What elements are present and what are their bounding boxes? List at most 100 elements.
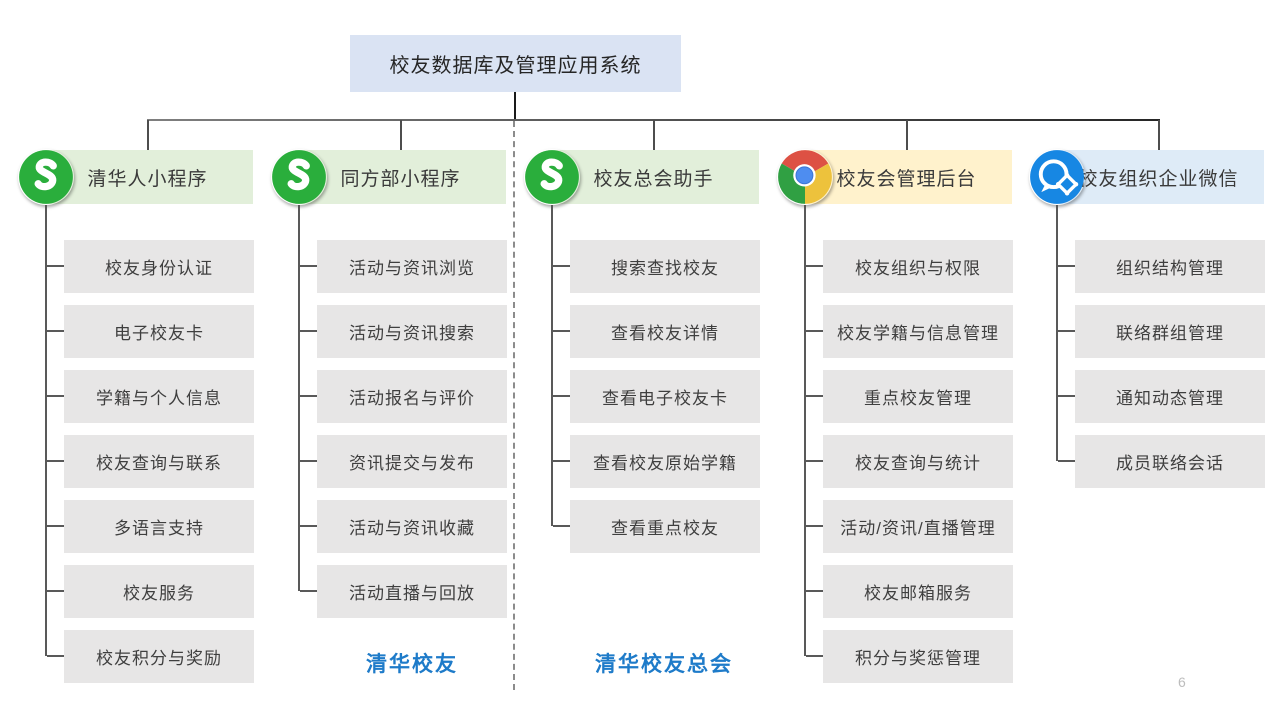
- connector-tick: [47, 655, 64, 657]
- feature-label: 活动/资讯/直播管理: [840, 519, 996, 538]
- connector-tick: [47, 460, 64, 462]
- feature-box: 校友身份认证: [47, 240, 254, 293]
- wechat-miniprogram-icon: [524, 149, 580, 205]
- wechat-miniprogram-icon: [271, 149, 327, 205]
- connector-spine: [1056, 205, 1058, 461]
- connector-tick: [300, 395, 317, 397]
- feature-box: 校友邮箱服务: [806, 565, 1013, 618]
- connector-tick: [300, 330, 317, 332]
- connector-tick: [47, 330, 64, 332]
- connector-spine: [298, 205, 300, 591]
- connector-tick: [806, 590, 823, 592]
- feature-box: 学籍与个人信息: [47, 370, 254, 423]
- page-number: 6: [1178, 674, 1186, 690]
- group-label-tsinghua-alumni: 清华校友: [317, 645, 507, 681]
- platform-title: 清华人小程序: [87, 168, 208, 190]
- feature-label: 校友邮箱服务: [864, 584, 972, 603]
- connector-tick: [553, 460, 570, 462]
- feature-label: 校友身份认证: [105, 259, 213, 278]
- feature-box: 活动与资讯搜索: [300, 305, 507, 358]
- connector-tick: [806, 330, 823, 332]
- feature-box: 组织结构管理: [1058, 240, 1265, 293]
- connector-spine: [551, 205, 553, 526]
- feature-label: 活动与资讯收藏: [349, 519, 475, 538]
- feature-box: 查看校友详情: [553, 305, 760, 358]
- feature-label: 查看重点校友: [611, 519, 719, 538]
- platform-header: 同方部小程序: [295, 150, 506, 204]
- feature-box: 活动/资讯/直播管理: [806, 500, 1013, 553]
- platform-header: 校友组织企业微信: [1053, 150, 1264, 204]
- feature-label: 重点校友管理: [864, 389, 972, 408]
- feature-box: 查看电子校友卡: [553, 370, 760, 423]
- feature-label: 活动与资讯浏览: [349, 259, 475, 278]
- connector-trunk: [514, 92, 516, 121]
- group-label-tsinghua-alumni-association: 清华校友总会: [558, 645, 770, 681]
- feature-label: 搜索查找校友: [611, 259, 719, 278]
- feature-box: 活动与资讯收藏: [300, 500, 507, 553]
- feature-box: 搜索查找校友: [553, 240, 760, 293]
- feature-label: 校友服务: [123, 584, 195, 603]
- system-title-box: 校友数据库及管理应用系统: [350, 35, 681, 92]
- connector-drop-1: [147, 120, 149, 151]
- feature-box: 活动直播与回放: [300, 565, 507, 618]
- chrome-icon: [777, 149, 833, 205]
- connector-tick: [300, 525, 317, 527]
- connector-tick: [47, 265, 64, 267]
- feature-box: 通知动态管理: [1058, 370, 1265, 423]
- platform-header: 清华人小程序: [42, 150, 253, 204]
- connector-drop-5: [1158, 120, 1160, 151]
- feature-box: 活动报名与评价: [300, 370, 507, 423]
- feature-label: 成员联络会话: [1116, 454, 1224, 473]
- platform-title: 同方部小程序: [340, 168, 461, 190]
- feature-label: 通知动态管理: [1116, 389, 1224, 408]
- connector-tick: [806, 655, 823, 657]
- feature-box: 联络群组管理: [1058, 305, 1265, 358]
- feature-box: 多语言支持: [47, 500, 254, 553]
- feature-box: 查看重点校友: [553, 500, 760, 553]
- feature-label: 查看校友原始学籍: [593, 454, 737, 473]
- feature-label: 校友组织与权限: [855, 259, 981, 278]
- group-label-text: 清华校友总会: [595, 653, 733, 676]
- connector-tick: [553, 525, 570, 527]
- feature-label: 活动报名与评价: [349, 389, 475, 408]
- system-title-label: 校友数据库及管理应用系统: [389, 55, 642, 77]
- feature-label: 校友查询与统计: [855, 454, 981, 473]
- wechat-work-icon: [1029, 149, 1085, 205]
- connector-drop-4: [906, 120, 908, 151]
- connector-tick: [553, 395, 570, 397]
- feature-box: 校友组织与权限: [806, 240, 1013, 293]
- feature-label: 校友查询与联系: [96, 454, 222, 473]
- feature-box: 活动与资讯浏览: [300, 240, 507, 293]
- feature-box: 重点校友管理: [806, 370, 1013, 423]
- connector-tick: [1058, 330, 1075, 332]
- platform-title: 校友总会助手: [593, 168, 714, 190]
- feature-label: 联络群组管理: [1116, 324, 1224, 343]
- feature-label: 查看电子校友卡: [602, 389, 728, 408]
- wechat-miniprogram-icon: [18, 149, 74, 205]
- connector-tick: [806, 265, 823, 267]
- platform-title: 校友组织企业微信: [1078, 168, 1239, 190]
- connector-tick: [553, 265, 570, 267]
- connector-tick: [806, 395, 823, 397]
- feature-box: 积分与奖惩管理: [806, 630, 1013, 683]
- connector-tick: [300, 590, 317, 592]
- connector-tick: [806, 525, 823, 527]
- connector-tick: [806, 460, 823, 462]
- feature-label: 校友积分与奖励: [96, 649, 222, 668]
- connector-drop-2: [400, 120, 402, 151]
- feature-label: 查看校友详情: [611, 324, 719, 343]
- platform-header: 校友总会助手: [548, 150, 759, 204]
- platform-title: 校友会管理后台: [836, 168, 977, 190]
- feature-label: 活动直播与回放: [349, 584, 475, 603]
- connector-tick: [553, 330, 570, 332]
- feature-box: 查看校友原始学籍: [553, 435, 760, 488]
- connector-tick: [47, 525, 64, 527]
- connector-tick: [300, 460, 317, 462]
- feature-label: 积分与奖惩管理: [855, 649, 981, 668]
- feature-label: 组织结构管理: [1116, 259, 1224, 278]
- feature-label: 校友学籍与信息管理: [837, 324, 999, 343]
- feature-box: 校友服务: [47, 565, 254, 618]
- feature-box: 电子校友卡: [47, 305, 254, 358]
- feature-box: 校友积分与奖励: [47, 630, 254, 683]
- feature-label: 学籍与个人信息: [96, 389, 222, 408]
